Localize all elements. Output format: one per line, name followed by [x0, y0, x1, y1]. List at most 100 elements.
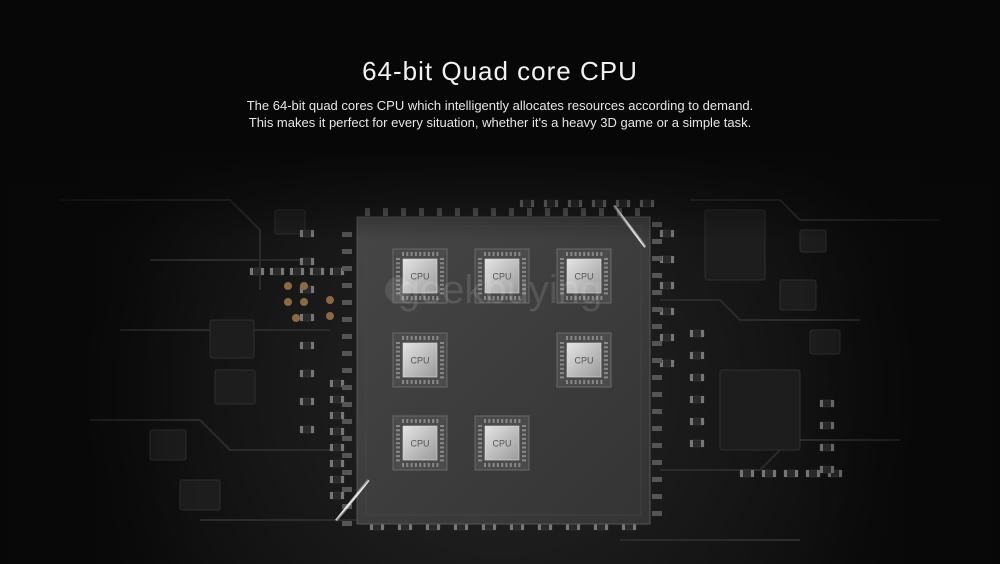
chip-pin: [365, 208, 370, 216]
chip-pin: [342, 368, 352, 373]
smd-terminal: [690, 330, 693, 337]
watermark-text: geekbuying: [398, 268, 603, 312]
cpu-core-pin: [492, 252, 495, 256]
cpu-core: CPU: [474, 415, 530, 471]
smd-terminal: [341, 396, 344, 403]
cpu-core-pin: [604, 292, 608, 295]
smd-terminal: [660, 230, 663, 237]
smd-terminal: [690, 418, 693, 425]
chip-pin: [437, 208, 442, 216]
cpu-core-pin: [604, 346, 608, 349]
cpu-core-pin: [604, 350, 608, 353]
cpu-core-pin: [402, 252, 404, 256]
cpu-core-pin: [396, 376, 400, 379]
cpu-core-pin: [591, 252, 594, 256]
chip-pin: [599, 208, 604, 216]
cpu-core-pin: [501, 419, 504, 423]
cpu-core-pin: [396, 346, 400, 349]
smd-terminal: [330, 268, 333, 275]
cpu-core-pin: [423, 380, 426, 384]
chip-pin: [652, 494, 662, 499]
smd-terminal: [311, 230, 314, 237]
cpu-core-pin: [396, 262, 400, 265]
cpu-core-pin: [488, 252, 491, 256]
gold-pad: [284, 298, 292, 306]
cpu-core-pin: [578, 380, 581, 384]
cpu-core-pin: [406, 419, 409, 423]
smd-terminal: [762, 470, 765, 477]
smd-terminal: [671, 308, 674, 315]
cpu-core-pin: [396, 258, 400, 260]
board-chip: [214, 369, 256, 405]
cpu-core-pin: [440, 258, 444, 260]
cpu-core-pin: [406, 252, 409, 256]
smd-terminal: [660, 282, 663, 289]
cpu-core-pin: [509, 463, 512, 467]
smd-terminal: [690, 440, 693, 447]
cpu-core-pin: [406, 380, 409, 384]
smd-terminal: [690, 396, 693, 403]
chip-pin: [652, 307, 662, 312]
cpu-core-pin: [414, 463, 417, 467]
smd-terminal: [341, 428, 344, 435]
cpu-core-pin: [484, 252, 486, 256]
cpu-core-pin: [505, 252, 508, 256]
cpu-core: CPU: [556, 332, 612, 388]
page-description: The 64-bit quad cores CPU which intellig…: [0, 97, 1000, 131]
chip-pin: [342, 300, 352, 305]
smd-terminal: [820, 422, 823, 429]
cpu-core-pin: [396, 437, 400, 440]
chip-pin: [652, 341, 662, 346]
cpu-core-pin: [600, 336, 603, 340]
cpu-core-pin: [587, 380, 590, 384]
smd-terminal: [806, 470, 809, 477]
cpu-core-pin: [436, 419, 439, 423]
cpu-core-pin: [478, 442, 482, 445]
cpu-core-pin: [570, 380, 573, 384]
cpu-core-pin: [432, 336, 435, 340]
smd-terminal: [311, 258, 314, 265]
chip-pin: [491, 208, 496, 216]
cpu-core-pin: [522, 258, 526, 260]
cpu-core-pin: [440, 450, 444, 453]
cpu-core-pin: [484, 463, 486, 467]
cpu-core-pin: [501, 463, 504, 467]
cpu-core-pin: [604, 363, 608, 366]
cpu-core-pin: [496, 419, 499, 423]
cpu-core-pin: [509, 419, 512, 423]
chip-pin: [652, 392, 662, 397]
cpu-core-pin: [514, 463, 517, 467]
smd-terminal: [831, 422, 834, 429]
chip-pin: [342, 402, 352, 407]
cpu-core-pin: [478, 433, 482, 436]
cpu-core-pin: [522, 459, 526, 462]
smd-terminal: [671, 256, 674, 263]
cpu-core-pin: [492, 419, 495, 423]
cpu-core-pin: [402, 380, 404, 384]
cpu-core-pin: [396, 455, 400, 458]
board-chip: [809, 329, 841, 355]
chip-pin: [342, 334, 352, 339]
cpu-core-pin: [488, 463, 491, 467]
cpu-core-pin: [518, 463, 521, 467]
cpu-core-pin: [478, 258, 482, 260]
smd-terminal: [301, 268, 304, 275]
smd-terminal: [701, 352, 704, 359]
smd-terminal: [701, 374, 704, 381]
chip-pin: [342, 249, 352, 254]
cpu-core-label: CPU: [574, 356, 593, 366]
cpu-core-pin: [478, 429, 482, 432]
cpu-core-pin: [591, 380, 594, 384]
smd-terminal: [531, 200, 534, 207]
chip-pin: [652, 477, 662, 482]
cpu-core-pin: [427, 252, 430, 256]
cpu-core-pin: [522, 455, 526, 458]
cpu-core-pin: [522, 437, 526, 440]
smd-terminal: [701, 396, 704, 403]
smd-terminal: [341, 492, 344, 499]
smd-terminal: [300, 314, 303, 321]
cpu-core-pin: [505, 419, 508, 423]
chip-pin: [342, 385, 352, 390]
chip-pin: [342, 436, 352, 441]
cpu-core-pin: [591, 336, 594, 340]
